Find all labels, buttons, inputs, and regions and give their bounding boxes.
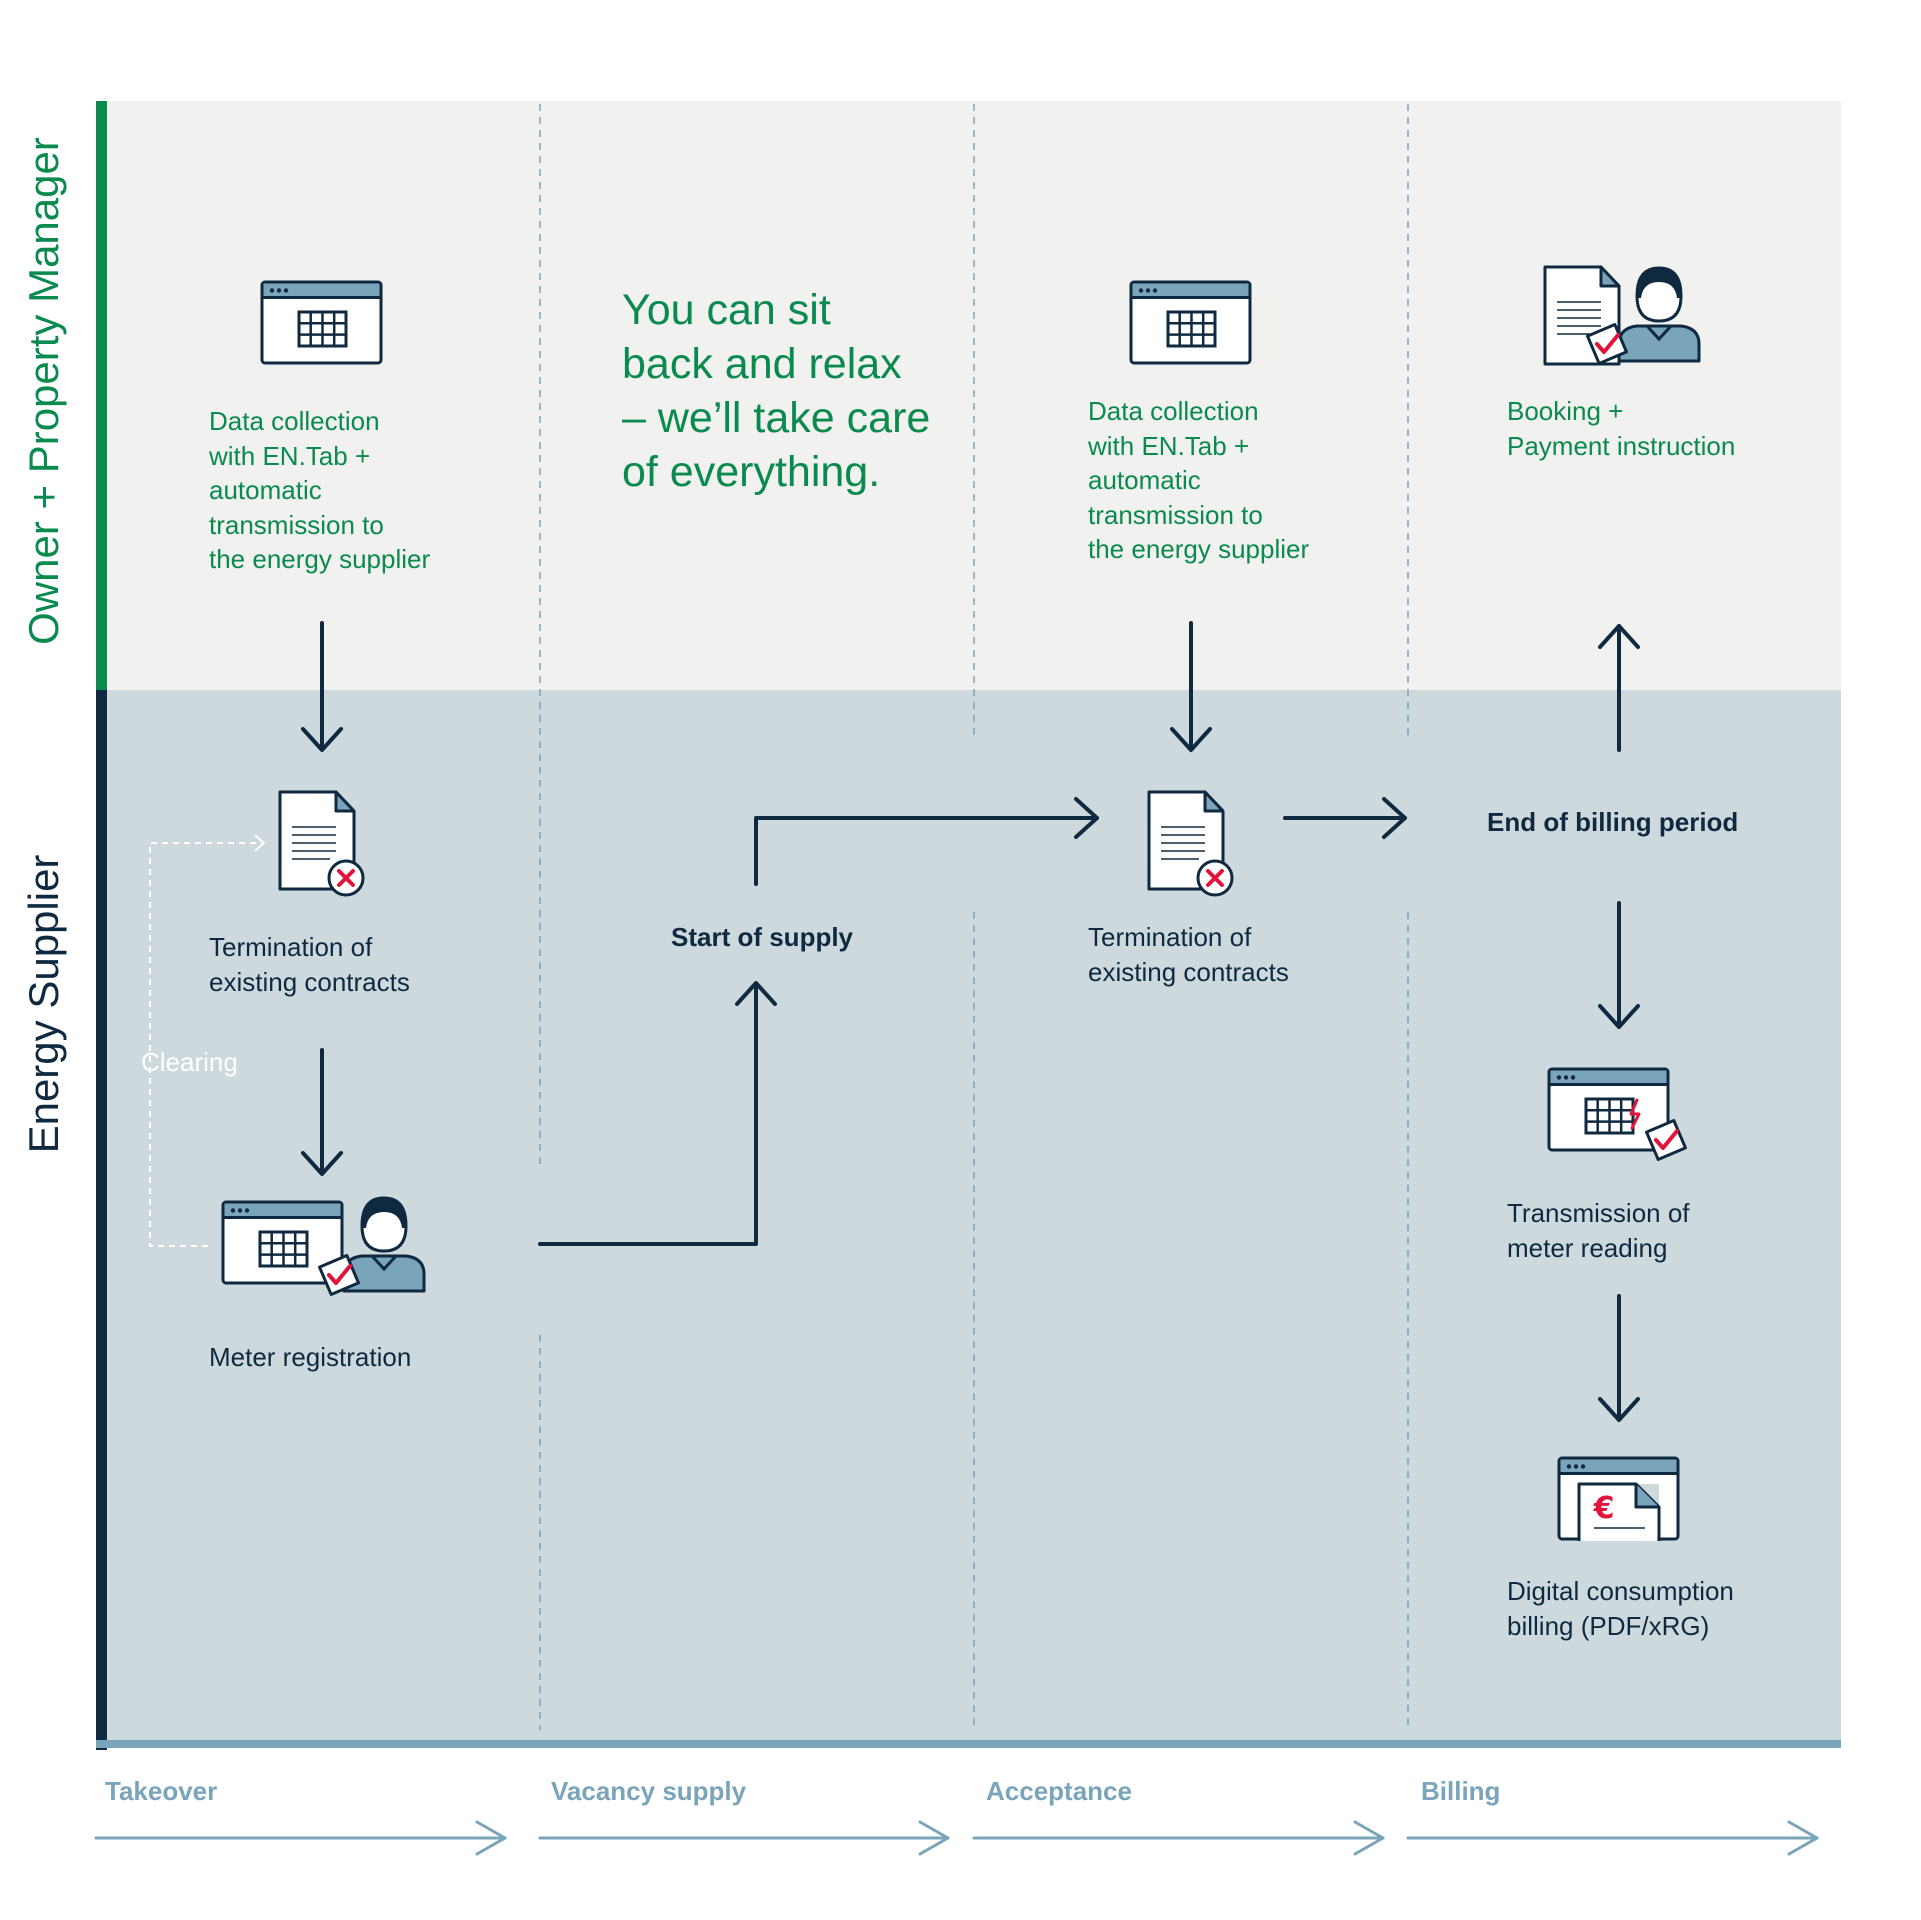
label-data-collection-1: Data collection with EN.Tab + automatic … <box>209 404 499 577</box>
svg-text:€: € <box>1593 1491 1615 1526</box>
calendar-window-icon <box>1129 280 1252 365</box>
euro-invoice-icon: € <box>1557 1456 1680 1541</box>
label-termination-2: Termination of existing contracts <box>1088 920 1348 989</box>
label-line: automatic <box>1088 465 1201 495</box>
label-line: Booking + <box>1507 396 1624 426</box>
headline-line: You can sit <box>622 286 831 334</box>
clearing-loop <box>149 842 262 1247</box>
label-line: the energy supplier <box>1088 534 1310 564</box>
phase-separators <box>539 104 1409 1730</box>
label-line: existing contracts <box>1088 956 1289 987</box>
headline-line: – we’ll take care <box>622 394 931 442</box>
owner-lane-bar <box>96 101 107 690</box>
label-line: Termination of <box>209 932 373 962</box>
label-line: Data collection <box>1088 396 1259 426</box>
headline-line: of everything. <box>622 448 881 496</box>
flow-arrows <box>301 621 1640 1422</box>
label-digital-billing: Digital consumption billing (PDF/xRG) <box>1507 1574 1797 1643</box>
document-cancel-icon <box>278 790 365 897</box>
headline-line: back and relax <box>622 340 902 388</box>
label-line: with EN.Tab + <box>209 440 371 471</box>
label-line: Payment instruction <box>1507 430 1736 461</box>
supplier-lane-bar <box>96 690 107 1750</box>
label-line: Transmission of <box>1507 1198 1690 1228</box>
label-line: transmission to <box>209 509 384 540</box>
label-line: Termination of <box>1088 922 1252 952</box>
arrow-start-to-term2 <box>754 816 1099 886</box>
label-transmission-meter: Transmission of meter reading <box>1507 1196 1767 1265</box>
label-line: billing (PDF/xRG) <box>1507 1610 1710 1641</box>
document-cancel-icon <box>1147 790 1234 897</box>
label-line: with EN.Tab + <box>1088 430 1250 461</box>
label-line: automatic <box>209 475 322 505</box>
label-line: the energy supplier <box>209 544 431 574</box>
phase-label-takeover: Takeover <box>105 1776 218 1806</box>
meter-reading-check-icon <box>1547 1067 1696 1170</box>
arrow-meter-to-start <box>538 983 758 1246</box>
label-meter-registration: Meter registration <box>209 1342 412 1372</box>
calendar-window-icon <box>260 280 383 365</box>
phase-label-billing: Billing <box>1421 1776 1501 1806</box>
headline: You can sit back and relax – we’ll take … <box>622 283 952 499</box>
timeline-baseline <box>96 1740 1841 1748</box>
label-line: meter reading <box>1507 1232 1668 1263</box>
label-data-collection-2: Data collection with EN.Tab + automatic … <box>1088 394 1378 567</box>
label-line: existing contracts <box>209 966 410 997</box>
phase-label-vacancy: Vacancy supply <box>551 1776 747 1806</box>
label-booking: Booking + Payment instruction <box>1507 394 1807 463</box>
label-termination-1: Termination of existing contracts <box>209 930 469 999</box>
calendar-person-check-icon <box>221 1195 426 1305</box>
phase-arrows <box>94 1820 1819 1856</box>
phase-label-acceptance: Acceptance <box>986 1776 1132 1806</box>
label-clearing: Clearing <box>141 1047 238 1077</box>
label-end-of-billing: End of billing period <box>1487 807 1739 837</box>
document-person-check-icon <box>1543 265 1701 374</box>
label-line: Digital consumption <box>1507 1576 1734 1606</box>
owner-lane <box>105 101 1841 690</box>
label-line: Data collection <box>209 406 380 436</box>
label-line: transmission to <box>1088 499 1263 530</box>
label-start-of-supply: Start of supply <box>671 922 854 952</box>
